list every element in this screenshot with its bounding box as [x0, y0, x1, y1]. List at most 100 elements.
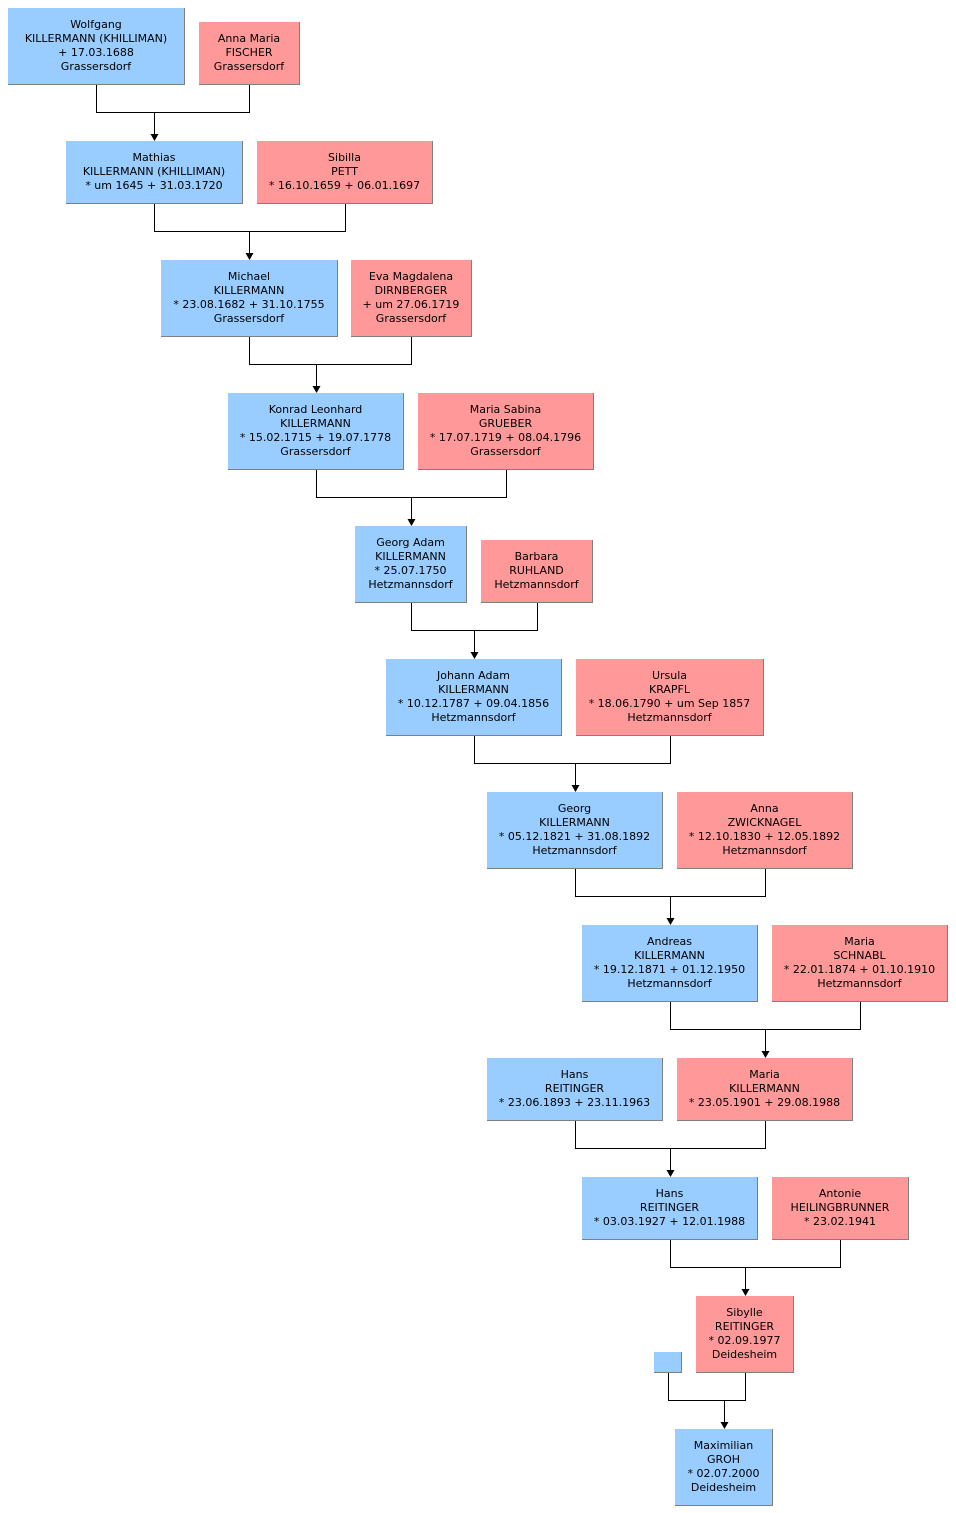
- person-line: Antonie: [818, 1187, 862, 1200]
- person-line: Sibylle: [726, 1306, 763, 1319]
- person-line: PETT: [331, 165, 358, 178]
- person-line: Mathias: [132, 151, 176, 164]
- person-line: GRUEBER: [478, 417, 533, 430]
- person-line: Maximilian: [693, 1439, 754, 1452]
- person-line: Hetzmannsdorf: [722, 844, 807, 857]
- person-ursula-krapfl[interactable]: Ursula KRAPFL * 18.06.1790 + um Sep 1857…: [576, 659, 764, 736]
- person-line: KILLERMANN: [213, 284, 285, 297]
- family-connector: [575, 1121, 766, 1177]
- family-connector: [474, 736, 671, 792]
- person-line: Andreas: [647, 935, 692, 948]
- arrow-down-icon: [312, 386, 321, 393]
- person-line: Maria: [749, 1068, 780, 1081]
- person-line: KRAPFL: [648, 683, 691, 696]
- person-line: Maria Sabina: [469, 403, 542, 416]
- person-line: * 22.01.1874 + 01.10.1910: [783, 963, 936, 976]
- person-anna-maria-fischer[interactable]: Anna Maria FISCHER Grassersdorf: [199, 22, 300, 85]
- person-line: * 23.02.1941: [804, 1215, 876, 1228]
- person-line: + 17.03.1688: [58, 46, 134, 59]
- person-line: GROH: [706, 1453, 741, 1466]
- person-line: Grassersdorf: [213, 312, 285, 325]
- person-konrad-leonhard-killermann[interactable]: Konrad Leonhard KILLERMANN * 15.02.1715 …: [228, 393, 404, 470]
- arrow-down-icon: [761, 1051, 770, 1058]
- person-wolfgang-killermann[interactable]: Wolfgang KILLERMANN (KHILLIMAN) + 17.03.…: [8, 8, 185, 85]
- family-connector: [154, 204, 346, 260]
- arrow-down-icon: [666, 918, 675, 925]
- person-unknown-father[interactable]: [654, 1352, 682, 1373]
- person-line: HEILINGBRUNNER: [790, 1201, 890, 1214]
- person-line: Grassersdorf: [213, 60, 285, 73]
- person-hans-reitinger-1927[interactable]: Hans REITINGER * 03.03.1927 + 12.01.1988: [582, 1177, 758, 1240]
- family-connector: [249, 337, 412, 393]
- person-line: * 18.06.1790 + um Sep 1857: [588, 697, 751, 710]
- person-maria-killermann[interactable]: Maria KILLERMANN * 23.05.1901 + 29.08.19…: [677, 1058, 853, 1121]
- person-line: KILLERMANN: [634, 949, 705, 962]
- person-andreas-killermann[interactable]: Andreas KILLERMANN * 19.12.1871 + 01.12.…: [582, 925, 758, 1002]
- person-line: Hetzmannsdorf: [627, 711, 712, 724]
- person-mathias-killermann[interactable]: Mathias KILLERMANN (KHILLIMAN) * um 1645…: [66, 141, 243, 204]
- family-connector: [668, 1373, 746, 1429]
- arrow-down-icon: [470, 652, 479, 659]
- person-sibilla-pett[interactable]: Sibilla PETT * 16.10.1659 + 06.01.1697: [257, 141, 433, 204]
- person-georg-killermann[interactable]: Georg KILLERMANN * 05.12.1821 + 31.08.18…: [487, 792, 663, 869]
- person-line: REITINGER: [639, 1201, 700, 1214]
- person-maria-schnabl[interactable]: Maria SCHNABL * 22.01.1874 + 01.10.1910 …: [772, 925, 948, 1002]
- person-line: * 16.10.1659 + 06.01.1697: [268, 179, 421, 192]
- person-hans-reitinger-1893[interactable]: Hans REITINGER * 23.06.1893 + 23.11.1963: [487, 1058, 663, 1121]
- family-connector: [670, 1240, 841, 1296]
- person-line: * 23.05.1901 + 29.08.1988: [688, 1096, 841, 1109]
- person-michael-killermann[interactable]: Michael KILLERMANN * 23.08.1682 + 31.10.…: [161, 260, 338, 337]
- person-line: * 17.07.1719 + 08.04.1796: [429, 431, 582, 444]
- person-line: Hans: [655, 1187, 684, 1200]
- person-sibylle-reitinger[interactable]: Sibylle REITINGER * 02.09.1977 Deideshei…: [696, 1296, 794, 1373]
- person-line: KILLERMANN: [375, 550, 446, 563]
- person-line: Michael: [227, 270, 271, 283]
- person-line: * 19.12.1871 + 01.12.1950: [593, 963, 746, 976]
- person-line: Hetzmannsdorf: [494, 578, 579, 591]
- person-line: * 23.08.1682 + 31.10.1755: [173, 298, 325, 311]
- arrow-down-icon: [741, 1289, 750, 1296]
- family-connector: [316, 470, 507, 526]
- person-line: Hetzmannsdorf: [431, 711, 516, 724]
- person-line: Deidesheim: [690, 1481, 757, 1494]
- person-line: Konrad Leonhard: [268, 403, 363, 416]
- family-connector: [96, 85, 250, 141]
- arrow-down-icon: [245, 253, 254, 260]
- arrow-down-icon: [571, 785, 580, 792]
- person-line: Eva Magdalena: [368, 270, 454, 283]
- person-line: Grassersdorf: [280, 445, 351, 458]
- person-georg-adam-killermann[interactable]: Georg Adam KILLERMANN * 25.07.1750 Hetzm…: [355, 526, 467, 603]
- person-line: ZWICKNAGEL: [727, 816, 802, 829]
- person-line: Hetzmannsdorf: [532, 844, 617, 857]
- person-line: Wolfgang: [70, 18, 122, 31]
- person-line: * 02.07.2000: [687, 1467, 760, 1480]
- person-line: REITINGER: [714, 1320, 775, 1333]
- person-johann-adam-killermann[interactable]: Johann Adam KILLERMANN * 10.12.1787 + 09…: [386, 659, 562, 736]
- person-maria-sabina-grueber[interactable]: Maria Sabina GRUEBER * 17.07.1719 + 08.0…: [418, 393, 594, 470]
- person-antonie-heilingbrunner[interactable]: Antonie HEILINGBRUNNER * 23.02.1941: [772, 1177, 909, 1240]
- person-line: Georg: [557, 802, 592, 815]
- person-line: Ursula: [651, 669, 688, 682]
- person-line: * 02.09.1977: [708, 1334, 781, 1347]
- person-barbara-ruhland[interactable]: Barbara RUHLAND Hetzmannsdorf: [481, 540, 593, 603]
- person-line: * 12.10.1830 + 12.05.1892: [688, 830, 841, 843]
- person-line: KILLERMANN: [280, 417, 351, 430]
- person-maximilian-groh[interactable]: Maximilian GROH * 02.07.2000 Deidesheim: [675, 1429, 773, 1506]
- person-anna-zwicknagel[interactable]: Anna ZWICKNAGEL * 12.10.1830 + 12.05.189…: [677, 792, 853, 869]
- person-line: Deidesheim: [711, 1348, 778, 1361]
- person-line: FISCHER: [225, 46, 273, 59]
- person-line: KILLERMANN: [539, 816, 610, 829]
- person-eva-magdalena-dirnberger[interactable]: Eva Magdalena DIRNBERGER + um 27.06.1719…: [351, 260, 472, 337]
- person-line: Georg Adam: [376, 536, 445, 549]
- person-line: * um 1645 + 31.03.1720: [85, 179, 223, 192]
- person-line: Maria: [844, 935, 875, 948]
- person-line: Anna: [750, 802, 779, 815]
- family-connector: [670, 1002, 861, 1058]
- person-line: REITINGER: [544, 1082, 605, 1095]
- person-line: KILLERMANN: [729, 1082, 800, 1095]
- person-line: Grassersdorf: [470, 445, 541, 458]
- arrow-down-icon: [666, 1170, 675, 1177]
- person-line: KILLERMANN: [438, 683, 509, 696]
